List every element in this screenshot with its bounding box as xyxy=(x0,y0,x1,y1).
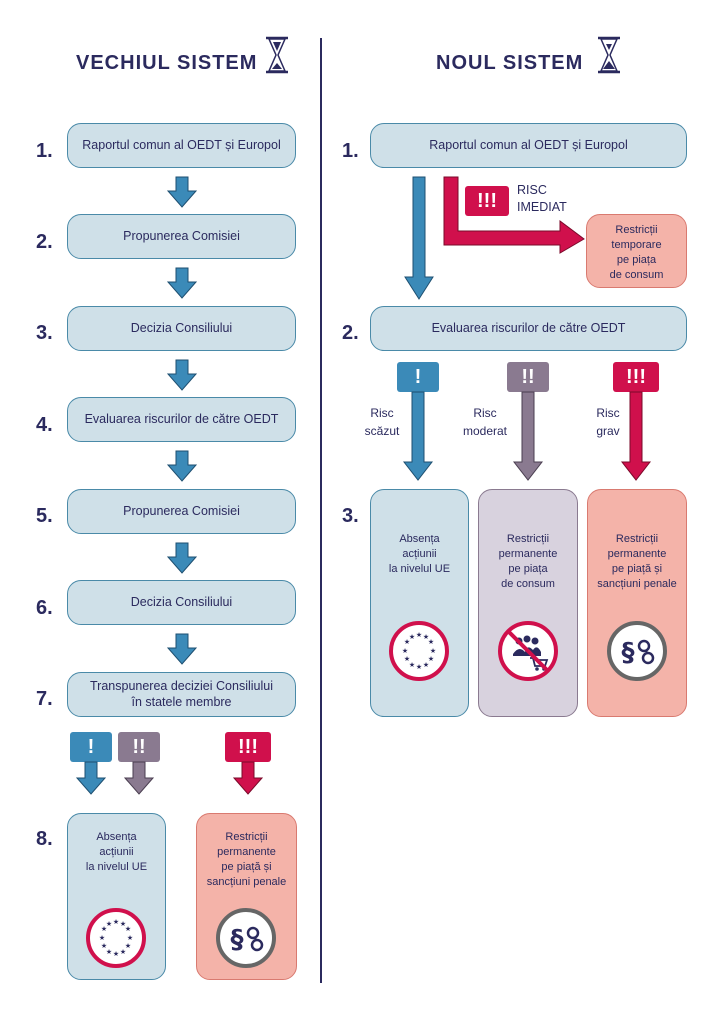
risk-severe-label: Risc grav xyxy=(596,406,620,438)
old-step-transposition: Transpunerea deciziei Consiliului în sta… xyxy=(67,672,296,717)
old-step-number: 4. xyxy=(36,414,53,436)
svg-text:★: ★ xyxy=(416,663,422,671)
risk-moderate-badge: !! xyxy=(507,362,549,392)
hourglass-icon xyxy=(598,36,620,74)
down-arrow-icon xyxy=(75,761,107,795)
risk-immediate-badge: !!! xyxy=(465,186,509,216)
down-arrow-icon xyxy=(166,176,198,208)
svg-text:★: ★ xyxy=(404,638,410,646)
down-arrow-icon xyxy=(123,761,155,795)
eu-stars-icon: ★★★★ ★★★★ ★★★★ xyxy=(86,908,146,968)
old-step-number: 7. xyxy=(36,688,53,710)
svg-text:★: ★ xyxy=(113,918,119,926)
svg-text:★: ★ xyxy=(428,638,434,646)
new-outcome-no-eu-action: Absența acțiunii la nivelul UE xyxy=(370,489,469,717)
old-step-commission-proposal-2: Propunerea Comisiei xyxy=(67,489,296,534)
svg-text:★: ★ xyxy=(125,942,131,950)
old-outcome-no-eu-action: Absența acțiunii la nivelul UE xyxy=(67,813,166,980)
down-arrow-icon xyxy=(166,542,198,574)
risk-low-badge: ! xyxy=(397,362,439,392)
new-step-number: 2. xyxy=(342,322,359,344)
old-step-number: 5. xyxy=(36,505,53,527)
svg-text:★: ★ xyxy=(125,925,131,933)
down-arrow-icon xyxy=(620,391,652,481)
svg-text:§: § xyxy=(622,638,635,668)
down-arrow-icon xyxy=(402,391,434,481)
old-step-joint-report: Raportul comun al OEDT și Europol xyxy=(67,123,296,168)
svg-text:★: ★ xyxy=(416,631,422,639)
temporary-restrictions-box: Restricții temporare pe piața de consum xyxy=(586,214,687,288)
svg-text:★: ★ xyxy=(402,647,408,655)
risk-severe-badge: !!! xyxy=(613,362,659,392)
svg-text:§: § xyxy=(231,925,244,955)
new-step-risk-assessment: Evaluarea riscurilor de către OEDT xyxy=(370,306,687,351)
new-step-joint-report: Raportul comun al OEDT și Europol xyxy=(370,123,687,168)
new-step-number: 3. xyxy=(342,505,359,527)
risk-severe-badge: !!! xyxy=(225,732,271,762)
risk-low-badge: ! xyxy=(70,732,112,762)
down-arrow-icon xyxy=(232,761,264,795)
down-arrow-icon xyxy=(404,176,434,300)
risk-immediate-label: RISC IMEDIAT xyxy=(517,183,567,214)
new-system-title: NOUL SISTEM xyxy=(436,52,584,74)
down-arrow-icon xyxy=(166,359,198,391)
risk-moderate-label: Risc moderat xyxy=(462,406,508,438)
old-outcome-permanent-restrictions: Restricții permanente pe piață și sancți… xyxy=(196,813,297,980)
svg-text:★: ★ xyxy=(101,942,107,950)
old-step-number: 8. xyxy=(36,828,53,850)
risk-moderate-badge: !! xyxy=(118,732,160,762)
svg-text:★: ★ xyxy=(120,948,126,956)
down-arrow-icon xyxy=(512,391,544,481)
eu-stars-icon: ★★★★ ★★★★ ★★★★ xyxy=(389,621,449,681)
old-step-number: 3. xyxy=(36,322,53,344)
svg-text:★: ★ xyxy=(423,633,429,641)
svg-text:★: ★ xyxy=(127,934,133,942)
law-handcuffs-icon: § xyxy=(216,908,276,968)
svg-text:★: ★ xyxy=(409,633,415,641)
new-step-number: 1. xyxy=(342,140,359,162)
down-arrow-icon xyxy=(166,450,198,482)
new-outcome-criminal-sanctions: Restricții permanente pe piață și sancți… xyxy=(587,489,687,717)
svg-text:★: ★ xyxy=(106,948,112,956)
hourglass-icon xyxy=(266,36,288,74)
svg-text:★: ★ xyxy=(430,647,436,655)
old-step-number: 6. xyxy=(36,597,53,619)
svg-text:★: ★ xyxy=(423,661,429,669)
svg-text:★: ★ xyxy=(120,920,126,928)
down-arrow-icon xyxy=(166,633,198,665)
svg-text:★: ★ xyxy=(113,950,119,958)
old-step-commission-proposal: Propunerea Comisiei xyxy=(67,214,296,259)
svg-text:★: ★ xyxy=(404,655,410,663)
no-consumer-market-icon xyxy=(498,621,558,681)
law-handcuffs-icon: § xyxy=(607,621,667,681)
risk-low-label: Risc scăzut xyxy=(364,406,400,438)
old-step-number: 2. xyxy=(36,231,53,253)
svg-text:★: ★ xyxy=(101,925,107,933)
old-step-council-decision-2: Decizia Consiliului xyxy=(67,580,296,625)
svg-text:★: ★ xyxy=(106,920,112,928)
old-step-council-decision: Decizia Consiliului xyxy=(67,306,296,351)
immediate-risk-arrow-icon xyxy=(443,176,585,254)
old-step-risk-assessment: Evaluarea riscurilor de către OEDT xyxy=(67,397,296,442)
old-system-title: VECHIUL SISTEM xyxy=(76,52,258,74)
svg-text:★: ★ xyxy=(428,655,434,663)
column-divider xyxy=(320,38,322,983)
svg-text:★: ★ xyxy=(409,661,415,669)
down-arrow-icon xyxy=(166,267,198,299)
svg-text:★: ★ xyxy=(99,934,105,942)
new-outcome-consumer-restrictions: Restricții permanente pe piața de consum xyxy=(478,489,578,717)
old-step-number: 1. xyxy=(36,140,53,162)
